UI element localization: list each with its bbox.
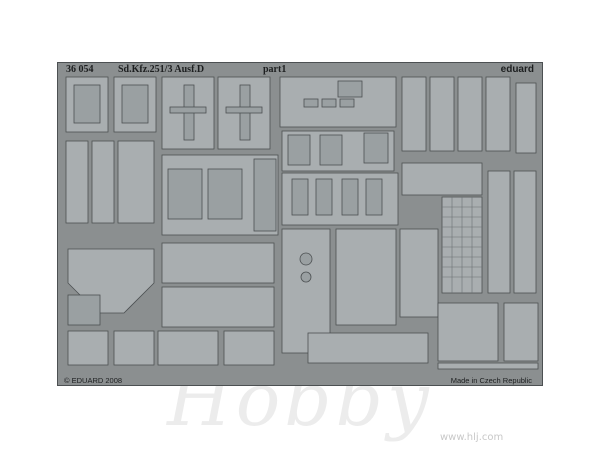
- bracket-row: [161, 242, 275, 284]
- lever-set: [399, 228, 439, 318]
- part-label: part1: [263, 64, 287, 75]
- hinge-parts: [117, 140, 155, 224]
- door-panel-3: [457, 76, 483, 152]
- plate-with-holes: [157, 330, 219, 366]
- site-url: www.hlj.com: [440, 432, 504, 443]
- copyright-text: © EDUARD 2008: [64, 376, 123, 385]
- brand-logo: eduard: [500, 64, 534, 75]
- fret-header: 36 054 Sd.Kfz.251/3 Ausf.D part1 eduard: [58, 63, 542, 75]
- long-strip-4: [513, 170, 537, 294]
- thin-strip: [437, 362, 539, 370]
- rack-parts: [401, 162, 483, 196]
- seat-backs: [335, 228, 397, 326]
- side-strip: [515, 82, 537, 154]
- long-strip-3: [487, 170, 511, 294]
- set-code: 36 054: [66, 64, 94, 75]
- photo-etch-fret: 36 054 Sd.Kfz.251/3 Ausf.D part1 eduard: [57, 62, 543, 386]
- parts-layout: [65, 76, 539, 370]
- small-bracket-set: [223, 330, 275, 366]
- box-part: [67, 330, 109, 366]
- comb-strip: [307, 332, 429, 364]
- door-panel-1: [401, 76, 427, 152]
- linkage-set: [161, 286, 275, 328]
- instrument-panel: [281, 228, 331, 354]
- door-panel-2: [429, 76, 455, 152]
- curved-strips: [503, 302, 539, 362]
- mesh-square: [67, 294, 101, 326]
- frame-part: [113, 330, 155, 366]
- long-strip-2: [91, 140, 115, 224]
- door-panel-4: [485, 76, 511, 152]
- set-title: Sd.Kfz.251/3 Ausf.D: [118, 64, 205, 75]
- long-strip-1: [65, 140, 89, 224]
- mudguard-plate: [437, 302, 499, 362]
- origin-text: Made in Czech Republic: [450, 376, 532, 385]
